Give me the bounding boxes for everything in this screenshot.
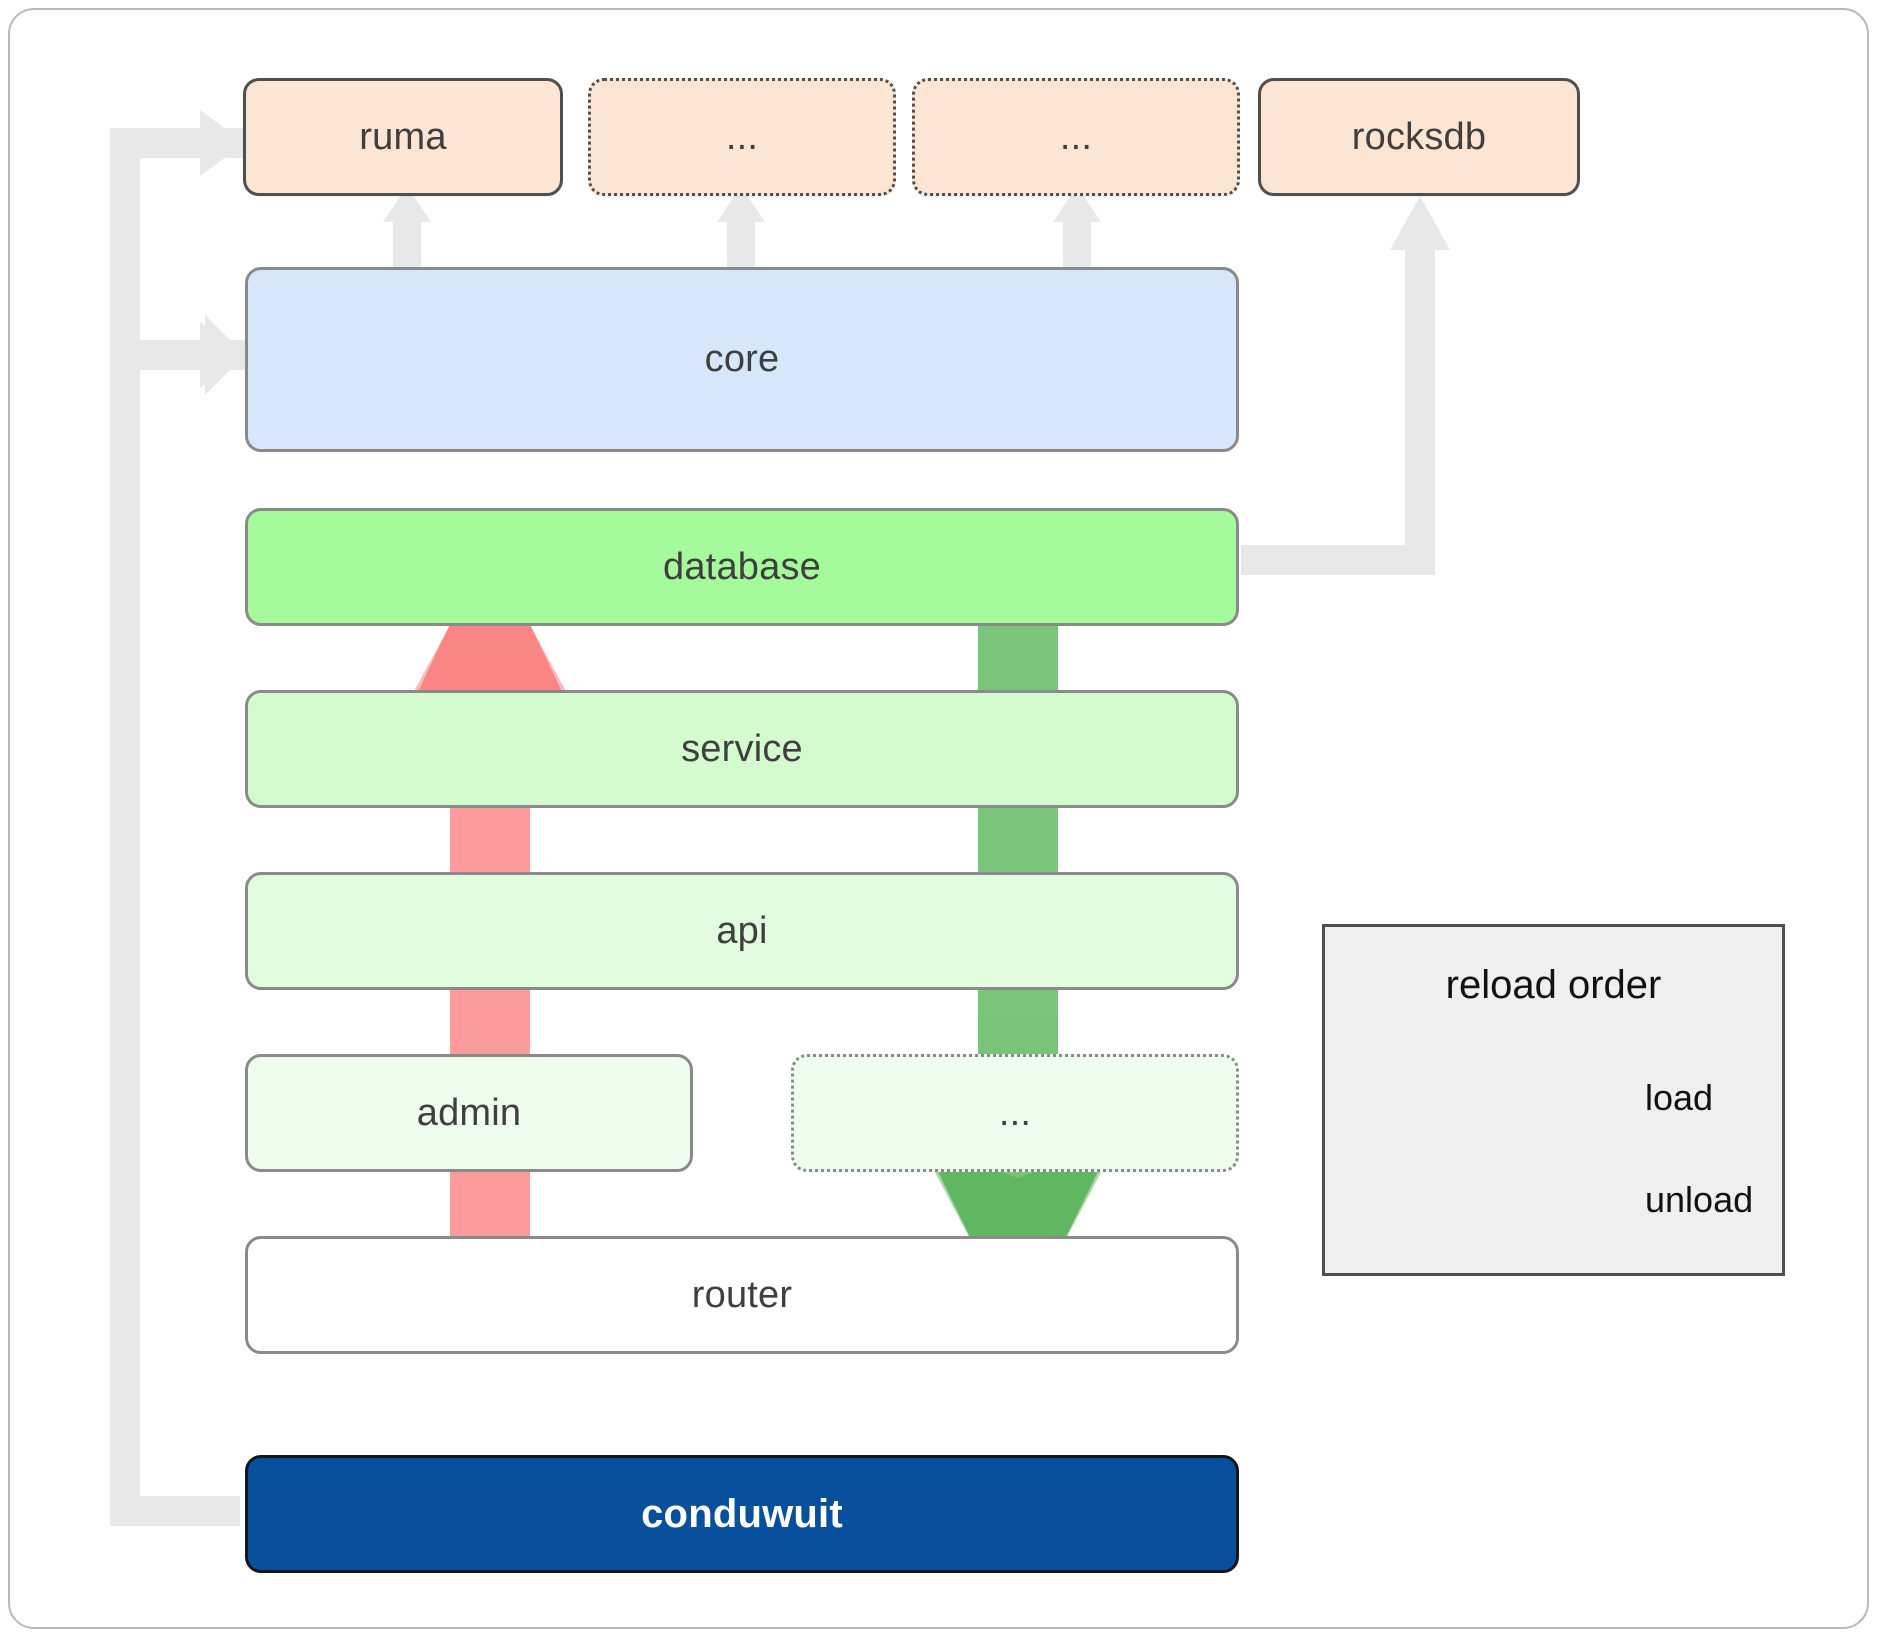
legend-title: reload order	[1445, 963, 1662, 1007]
main-box-conduwuit[interactable]: conduwuit	[245, 1455, 1239, 1573]
layer-label: service	[681, 727, 803, 770]
layer-box-api[interactable]: api	[245, 872, 1239, 990]
layer-box-service[interactable]: service	[245, 690, 1239, 808]
dependency-box-ruma[interactable]: ruma	[243, 78, 563, 196]
dependency-label: rocksdb	[1351, 115, 1487, 158]
dependency-box-rocksdb[interactable]: rocksdb	[1258, 78, 1580, 196]
legend-item-unload-label: unload	[1645, 1179, 1754, 1220]
layer-box-database[interactable]: database	[245, 508, 1239, 626]
layer-label: database	[663, 545, 821, 588]
layer-label: admin	[416, 1091, 522, 1134]
dependency-label: ...	[725, 115, 759, 158]
main-label: conduwuit	[641, 1491, 843, 1536]
dependency-label: ...	[1059, 115, 1093, 158]
dependency-box-ellipsis-1[interactable]: ...	[588, 78, 896, 196]
layer-box-ellipsis[interactable]: ...	[791, 1054, 1239, 1172]
layer-label: api	[716, 909, 768, 952]
legend-item-load-label: load	[1645, 1077, 1714, 1118]
dependency-box-ellipsis-2[interactable]: ...	[912, 78, 1240, 196]
dependency-label: ruma	[359, 115, 447, 158]
layer-label: core	[704, 338, 780, 380]
layer-label: router	[691, 1273, 793, 1316]
layer-label: ...	[998, 1091, 1032, 1134]
layer-box-core[interactable]: core	[245, 267, 1239, 452]
layer-box-admin[interactable]: admin	[245, 1054, 693, 1172]
layer-box-router[interactable]: router	[245, 1236, 1239, 1354]
legend-panel: reload order load unload	[1322, 924, 1785, 1276]
diagram-frame	[8, 8, 1869, 1629]
